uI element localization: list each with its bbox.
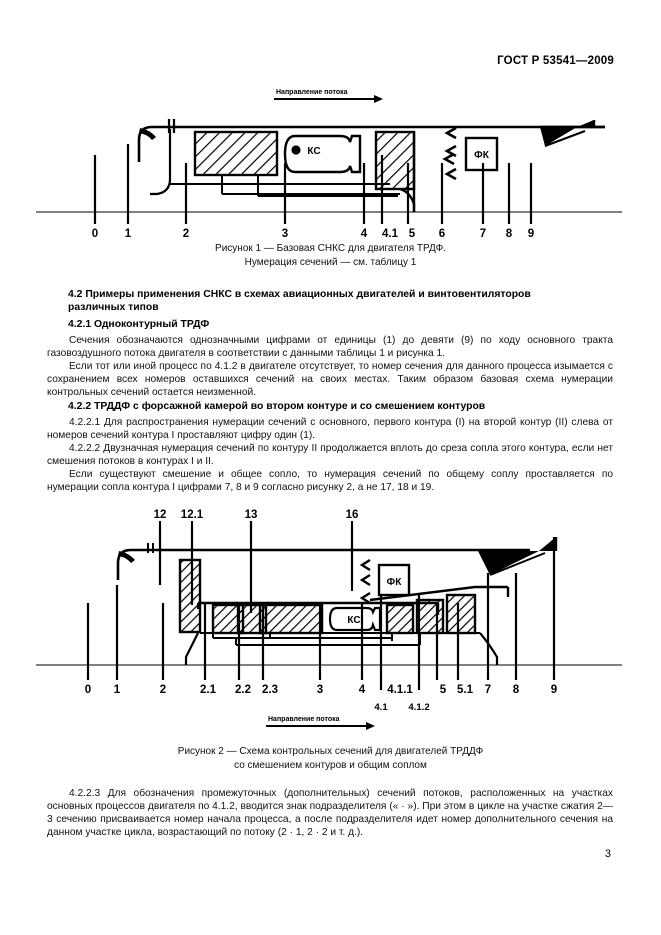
compressor-stages: [211, 603, 324, 635]
paragraph-4-2-2-1: 4.2.2.1 Для распространения нумерации се…: [47, 417, 613, 442]
station-label-6: 6: [439, 228, 445, 239]
station2-label-4-1-1: 4.1.1: [387, 684, 413, 696]
heading-4-2-1: 4.2.1 Одноконтурный ТРДФ: [68, 319, 210, 330]
combustor-label-f1: КС: [307, 146, 320, 157]
station2-label-5-1: 5.1: [457, 684, 474, 696]
flow-direction-label-f1: Направление потока: [276, 89, 348, 96]
station-label-12: 12: [154, 509, 167, 521]
station2-label-8: 8: [513, 684, 520, 696]
station2-label-2-3: 2.3: [262, 684, 278, 696]
page-number: 3: [604, 848, 611, 860]
station2-label-0: 0: [85, 684, 91, 696]
paragraph-4-2-2-2b: Если существуют смешение и общее сопло, …: [47, 469, 613, 494]
flameholder-chevrons-f1: [442, 126, 457, 181]
station-label-9: 9: [528, 228, 534, 239]
combustor-label-f2: КС: [347, 615, 360, 626]
station-label-13: 13: [245, 509, 258, 521]
station-label-4-1: 4.1: [382, 228, 399, 239]
figure-1-caption: Рисунок 1 — Базовая СНКС для двигателя Т…: [0, 242, 661, 269]
station-label-3: 3: [282, 228, 288, 239]
station-label-0: 0: [92, 228, 98, 239]
afterburner-label-f2: ФК: [387, 577, 403, 588]
station-label-8: 8: [506, 228, 513, 239]
turbine-blocks-f2: [385, 593, 477, 635]
fan-block: [178, 558, 202, 634]
station2-label-2-2: 2.2: [235, 684, 251, 696]
station2-label-2-1: 2.1: [200, 684, 217, 696]
afterburner-label-f1: ФК: [474, 150, 490, 161]
paragraph-4-2-2-2: 4.2.2.2 Двузначная нумерация сечений по …: [47, 443, 613, 468]
station-label-12-1: 12.1: [181, 509, 204, 521]
afterburner-box-f1: ФК: [464, 136, 499, 172]
station2-label-5: 5: [440, 684, 447, 696]
combustion-chamber-f2: КС: [328, 606, 382, 632]
paragraph-4-2-1-b: Если тот или иной процесс по 4.1.2 в дви…: [47, 361, 613, 399]
station2-label-4: 4: [359, 684, 366, 696]
station-label-7: 7: [480, 228, 486, 239]
figure-2-caption: Рисунок 2 — Схема контрольных сечений дл…: [0, 745, 661, 772]
figure-1-caption-line-1: Рисунок 1 — Базовая СНКС для двигателя Т…: [215, 243, 446, 254]
compressor-block: [193, 130, 279, 177]
standard-header: ГОСТ Р 53541—2009: [497, 55, 614, 67]
station-label-1: 1: [125, 228, 132, 239]
station-label-16: 16: [346, 509, 359, 521]
station2-label-3: 3: [317, 684, 323, 696]
flow-direction-label-f2: Направление потока: [268, 716, 340, 723]
figure-2-caption-line-2: со смешением контуров и общим соплом: [234, 759, 427, 771]
station2-label-2: 2: [160, 684, 166, 696]
station-label-5: 5: [409, 228, 416, 239]
afterburner-box-f2: ФК: [377, 563, 411, 597]
station2-sublabel-4-1-2: 4.1.2: [408, 702, 429, 713]
station-label-4: 4: [361, 228, 368, 239]
figure-1-drawing: Направление потока: [36, 89, 622, 239]
heading-4-2-2: 4.2.2 ТРДДФ с форсажной камерой во второ…: [68, 401, 486, 412]
heading-4-2: 4.2 Примеры применения СНКС в схемах ави…: [68, 289, 531, 314]
station2-label-7: 7: [485, 684, 491, 696]
station-label-2: 2: [183, 228, 189, 239]
figure-2-caption-line-1: Рисунок 2 — Схема контрольных сечений дл…: [177, 746, 484, 757]
paragraph-4-2-1-a: Сечения обозначаются однозначными цифрам…: [47, 335, 613, 360]
figure-1: Направление потока: [0, 84, 661, 239]
station2-label-9: 9: [551, 684, 557, 696]
station2-label-1: 1: [114, 684, 121, 696]
figure-2-drawing: 12 12.1 13 16: [36, 509, 622, 730]
station2-sublabel-4-1: 4.1: [374, 702, 388, 713]
figure-2: 12 12.1 13 16: [0, 505, 661, 730]
figure-1-caption-line-2: Нумерация сечений — см. таблицу 1: [244, 256, 417, 268]
flameholder-chevrons-f2: [359, 558, 371, 605]
paragraph-4-2-2-3: 4.2.2.3 Для обозначения промежуточных (д…: [47, 788, 613, 839]
combustion-chamber: КС: [283, 134, 362, 174]
